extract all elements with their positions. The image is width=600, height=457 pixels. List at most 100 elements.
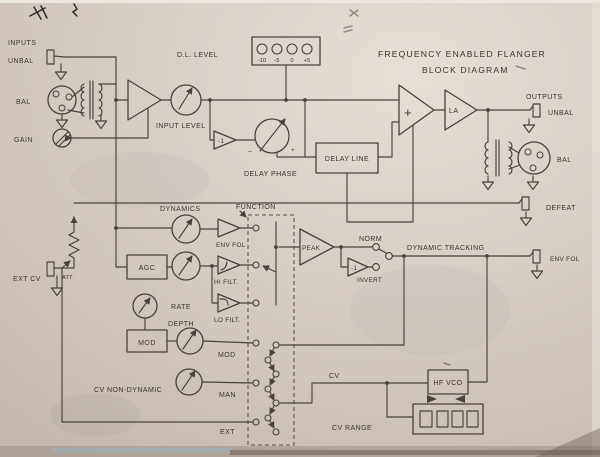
wire [340, 246, 349, 268]
rate-label: RATE [171, 304, 191, 311]
cv-label: CV [329, 373, 340, 380]
cv-vco-section: CV HF VCO CV RANGE [278, 369, 484, 435]
lo-filt-label: LO FILT. [214, 317, 240, 324]
switch-wiper-icon [262, 265, 277, 273]
norm-label: NORM [359, 236, 382, 243]
ext-cv-section: EXT CV ATT [13, 216, 254, 423]
function-header: FUNCTION [236, 204, 276, 211]
invert-gain-label: -1 [351, 265, 357, 272]
diagram-title: FREQUENCY ENABLED FLANGER BLOCK DIAGRAM [378, 49, 546, 75]
env-fol-label: ENV FOL [216, 242, 246, 249]
inverter-gain-label: -1 [218, 138, 224, 145]
inverter-amp-icon [213, 130, 237, 150]
dl-level-label: D.L. LEVEL [177, 52, 218, 59]
wire [276, 99, 317, 158]
line-amp-icon [444, 89, 478, 131]
inputs-header: INPUTS [8, 40, 36, 47]
env-fol-amp-icon [217, 218, 241, 238]
cv-non-dynamic-label: CV NON-DYNAMIC [94, 387, 162, 394]
unbal-input-label: UNBAL [8, 58, 34, 65]
scale-tick: -10 [258, 58, 267, 64]
switch-contact [252, 261, 260, 269]
ext-cv-wire [61, 267, 254, 423]
pen-scribbles [29, 3, 526, 366]
line-amp-label: LA [449, 108, 458, 115]
cv-wire [278, 382, 429, 404]
summing-amp-icon [398, 84, 435, 136]
scale-tick: 0 [290, 58, 293, 64]
bal-output-label: BAL [557, 157, 572, 164]
invert-label: INVERT [357, 277, 382, 284]
scale-tick: +5 [304, 58, 311, 64]
meter-needle [178, 87, 193, 110]
title-line1: FREQUENCY ENABLED FLANGER [378, 49, 546, 59]
xlr-output-icon [517, 141, 551, 175]
peak-label: PEAK [302, 245, 321, 252]
mod-box-label: MOD [138, 340, 156, 347]
phase-minus-label: − [248, 149, 252, 156]
title-line2: BLOCK DIAGRAM [422, 65, 509, 75]
gain-label: GAIN [14, 137, 33, 144]
peak-amp-icon [299, 228, 335, 266]
mod-position-label: MOD [218, 352, 236, 359]
scale-tick: -5 [274, 58, 279, 64]
dynamics-header: DYNAMICS [160, 206, 201, 213]
delay-phase-section: -1 − + DELAY PHASE DELAY LINE [209, 99, 414, 223]
input-wiring [63, 56, 172, 268]
wire [467, 255, 488, 383]
output-transformer-icon [484, 139, 521, 177]
agc-label: AGC [139, 265, 156, 272]
function-switch-outline [247, 214, 295, 446]
input-transformer-icon [67, 80, 103, 120]
env-fol-jack-label: ENV FOL [550, 256, 580, 263]
input-section: INPUTS UNBAL BAL GAIN [8, 40, 172, 268]
env-fol-jack-icon [529, 249, 541, 264]
left-arrow-icon [455, 395, 465, 403]
output-mixer: + LA [398, 84, 531, 136]
cv-range-label: CV RANGE [332, 425, 372, 432]
unbal-output-label: UNBAL [548, 110, 574, 117]
dynamic-tracking-label: DYNAMIC TRACKING [407, 245, 484, 252]
lo-pass-curve-icon [219, 298, 229, 306]
unbal-output-jack-icon [529, 103, 541, 118]
dl-level-meter: D.L. LEVEL -10 -5 0 +5 [177, 36, 321, 101]
lo-filt-amp-icon [217, 293, 241, 313]
wire [201, 381, 254, 384]
defeat-label: DEFEAT [546, 205, 576, 212]
wire [202, 340, 254, 344]
bal-input-label: BAL [16, 99, 31, 106]
ext-cv-label: EXT CV [13, 276, 41, 283]
hi-filt-label: HI FILT. [214, 279, 238, 286]
hf-vco-box [427, 369, 469, 395]
function-arrow-icon [239, 210, 247, 218]
output-section: OUTPUTS UNBAL BAL DEFEAT [73, 94, 580, 280]
switch-chain [264, 341, 280, 436]
ext-position-label: EXT [220, 429, 235, 436]
depth-label: DEPTH [168, 321, 194, 328]
wire [377, 121, 400, 158]
hf-vco-label: HF VCO [433, 380, 462, 387]
phase-plus-label: + [291, 147, 295, 154]
cv-range-switch-icon [412, 403, 484, 435]
invert-amp-icon [347, 257, 369, 277]
delay-line-label: DELAY LINE [325, 156, 369, 163]
man-position-label: MAN [219, 392, 236, 399]
phase-selector-icon [254, 118, 290, 154]
led-icon [256, 43, 268, 55]
unbal-input-jack-icon [46, 49, 65, 65]
delay-phase-label: DELAY PHASE [244, 171, 297, 178]
ext-cv-jack-icon [46, 261, 63, 277]
outputs-header: OUTPUTS [526, 94, 563, 101]
input-level-label: INPUT LEVEL [156, 123, 206, 130]
wire [209, 99, 215, 141]
hi-pass-curve-icon [220, 261, 228, 271]
att-label: ATT [62, 275, 73, 281]
dynamics-section: DYNAMICS ENV FOL AGC HI FILT. LO FILT. [114, 206, 254, 324]
summer-plus-label: + [404, 105, 412, 120]
wire [346, 124, 414, 223]
right-arrow-icon [427, 395, 437, 403]
modulation-section: RATE DEPTH MOD CV NON-DYNAMIC [94, 293, 254, 396]
wire [278, 255, 405, 346]
